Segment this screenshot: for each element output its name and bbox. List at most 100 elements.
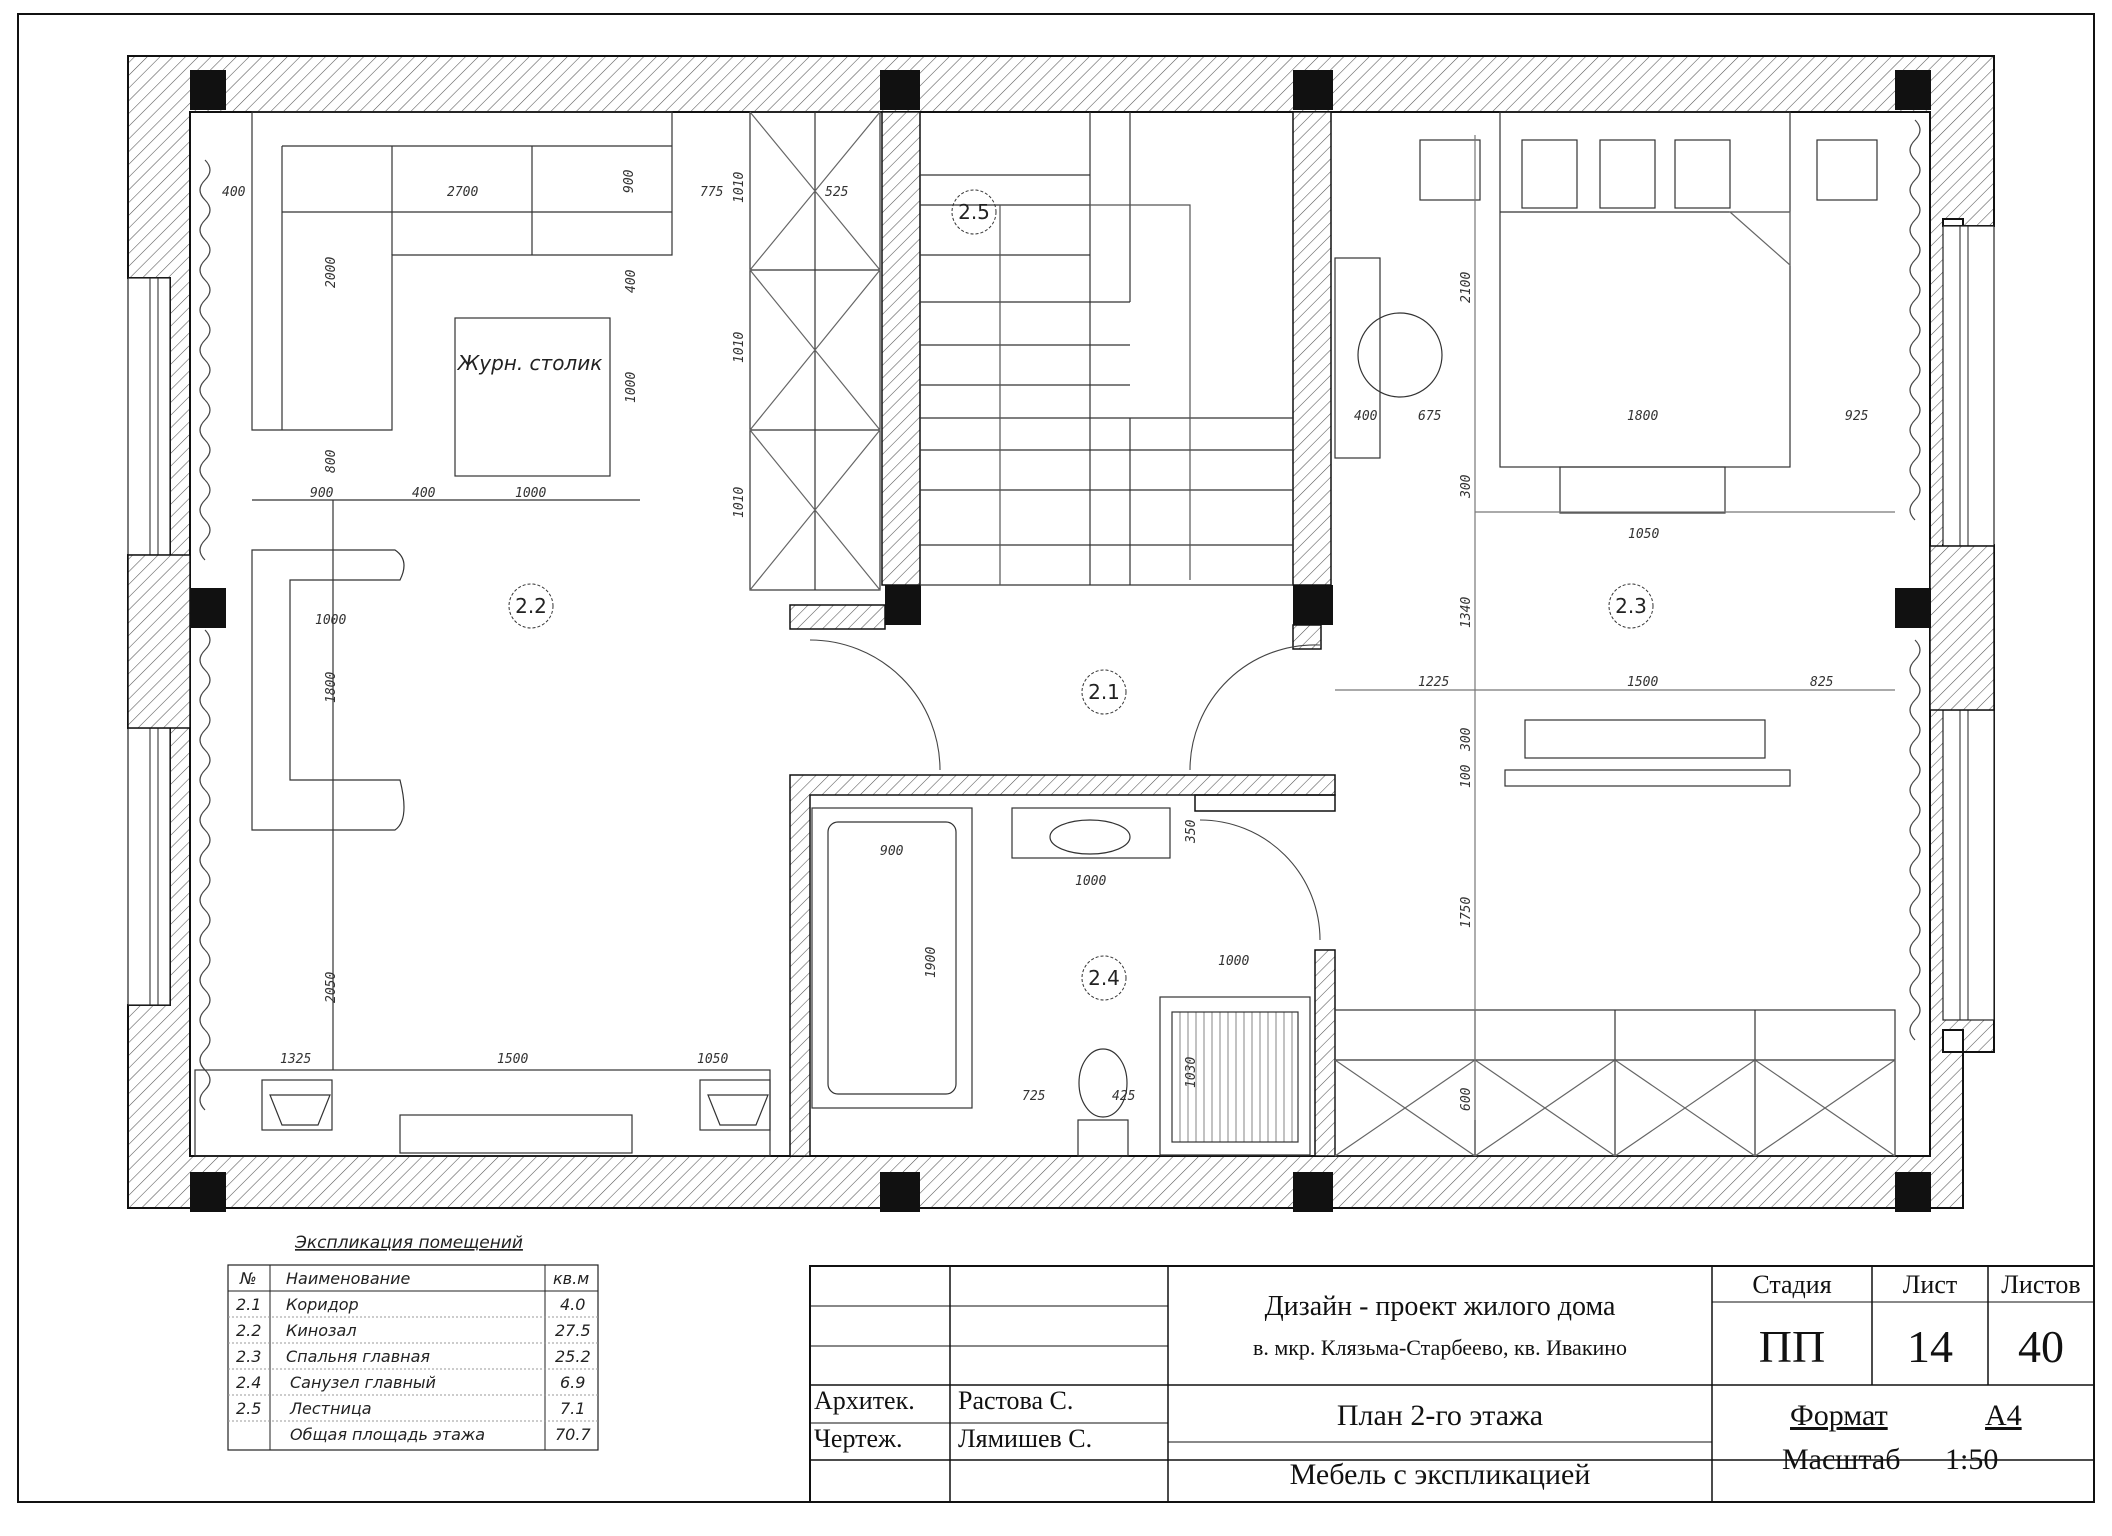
drawing-title: План 2-го этажа [1337,1399,1543,1432]
dimension-label: 1225 [1418,675,1449,690]
explication-row-no: 2.2 [236,1321,261,1340]
room-label-2-1: 2.1 [1088,680,1120,704]
explication-header-no: № [239,1269,257,1288]
explication-row-name: Санузел главный [290,1373,436,1392]
explication-row-area: 27.5 [555,1321,591,1340]
dimension-label: 525 [825,185,849,200]
drafter-name: Лямишев С. [958,1424,1092,1453]
drawing-subtitle: Мебель с экспликацией [1290,1458,1591,1491]
explication-row-area: 6.9 [560,1373,585,1392]
dimension-label: 1750 [1459,897,1474,928]
dimension-label: 1000 [515,486,546,501]
interior-walls [789,111,1336,1157]
dimension-label: 1900 [924,947,939,978]
dimension-label: 400 [1354,409,1378,424]
staircase [920,112,1293,586]
explication-row-area: 7.1 [560,1399,585,1418]
dimension-label: 100 [1459,764,1474,788]
sheets-value: 40 [2018,1321,2064,1372]
dimension-label: 300 [1459,727,1474,752]
explication-header-area: кв.м [553,1269,589,1288]
dimension-label: 1010 [732,487,747,518]
project-address: в. мкр. Клязьма-Старбеево, кв. Ивакино [1253,1335,1627,1360]
dimension-label: 1325 [280,1052,311,1067]
title-block: Дизайн - проект жилого дома в. мкр. Кляз… [809,1265,2095,1503]
dimension-label: 1000 [1075,874,1106,889]
dimension-labels: 400 2700 900 2000 400 1000 800 900 400 1… [222,169,1869,1111]
drafter-label: Чертеж. [814,1424,902,1453]
structural-columns [190,70,1931,1212]
living-room-furniture [194,111,771,1157]
scale-label: Масштаб [1782,1443,1900,1476]
project-title: Дизайн - проект жилого дома [1265,1291,1616,1322]
explication-row-no: 2.1 [236,1295,261,1314]
dimension-label: 675 [1418,409,1442,424]
dimension-label: 2100 [1459,272,1474,303]
explication-row-name: Лестница [289,1399,372,1418]
explication-total-name: Общая площадь этажа [290,1425,485,1444]
explication-row-area: 4.0 [560,1295,585,1314]
living-wardrobe [749,111,881,591]
architect-name: Растова С. [958,1386,1073,1415]
dimension-label: 1050 [697,1052,728,1067]
scale-value: 1:50 [1945,1443,1998,1476]
bathroom-fixtures [811,807,1311,1157]
curtains [199,119,1921,1111]
dimension-label: 2700 [447,185,478,200]
dimension-label: 350 [1184,819,1199,844]
dimension-label: 1500 [497,1052,528,1067]
sheets-label: Листов [2001,1270,2080,1299]
room-labels: 2.2 2.5 2.1 2.3 2.4 [508,189,1654,1001]
dimension-label: 1500 [1627,675,1658,690]
dimension-label: 825 [1810,675,1834,690]
dimension-label: 775 [700,185,724,200]
dimension-label: 900 [310,486,334,501]
dimension-label: 1800 [324,672,339,703]
explication-row-name: Коридор [286,1295,359,1314]
dimension-label: 1340 [1459,597,1474,628]
format-label: Формат [1790,1399,1888,1432]
explication-row-area: 25.2 [555,1347,591,1366]
bedroom-furniture [1334,111,1896,1157]
room-label-2-3: 2.3 [1615,594,1647,618]
dimension-label: 1000 [315,613,346,628]
dimension-label: 600 [1459,1087,1474,1111]
dimension-label: 1010 [732,172,747,203]
dimension-label: 900 [880,844,904,859]
explication-row-name: Кинозал [286,1321,357,1340]
dimension-label: 2000 [324,257,339,288]
architect-label: Архитек. [814,1386,915,1415]
explication-table: Экспликация помещений № Наименование кв.… [227,1233,599,1451]
explication-header-name: Наименование [286,1269,410,1288]
sheet-value: 14 [1907,1321,1953,1372]
explication-total-area: 70.7 [555,1425,591,1444]
dimension-label: 725 [1022,1089,1046,1104]
format-value: А4 [1985,1399,2022,1432]
explication-row-no: 2.3 [236,1347,261,1366]
dimension-label: 925 [1845,409,1869,424]
room-label-2-2: 2.2 [515,594,547,618]
explication-row-no: 2.5 [236,1399,261,1418]
stage-label: Стадия [1752,1270,1831,1299]
explication-row-no: 2.4 [236,1373,261,1392]
dimension-label: 800 [324,449,339,473]
dimension-label: 1030 [1184,1057,1199,1088]
dimension-label: 425 [1112,1089,1136,1104]
dimension-label: 1050 [1628,527,1659,542]
dimension-label: 1010 [732,332,747,363]
dimension-label: 400 [624,269,639,293]
dimension-label: 300 [1459,474,1474,499]
dimension-label: 400 [222,185,246,200]
dimension-label: 1000 [624,372,639,403]
dimension-label: 1000 [1218,954,1249,969]
coffee-table-label: Журн. столик [456,351,603,375]
explication-row-name: Спальня главная [286,1347,430,1366]
dimension-label: 900 [622,169,637,193]
dimension-label: 1800 [1627,409,1658,424]
room-label-2-4: 2.4 [1088,966,1120,990]
exterior-walls [127,55,1995,1209]
sheet-label: Лист [1903,1270,1957,1299]
stage-value: ПП [1759,1321,1825,1372]
room-label-2-5: 2.5 [958,200,990,224]
